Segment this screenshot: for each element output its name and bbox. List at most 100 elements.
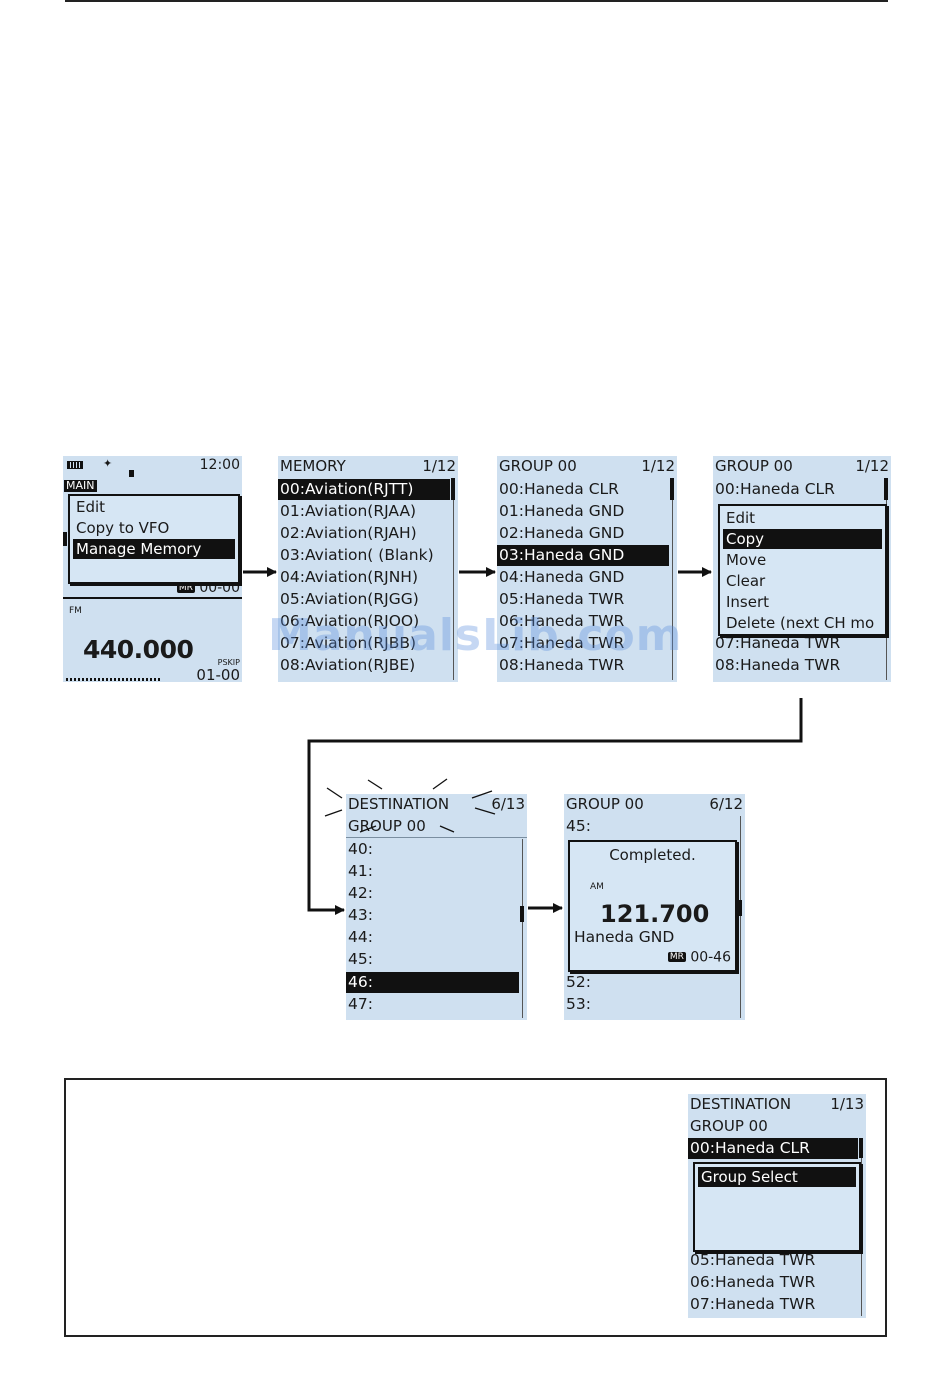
band-label: MAIN: [64, 479, 97, 492]
memory-readout: MR 00-00: [176, 580, 240, 596]
scrollbar-track[interactable]: [672, 478, 673, 680]
screen-title: GROUP 00 6/12: [566, 794, 743, 814]
page-indicator: 1/13: [830, 1095, 864, 1113]
scrollbar-track[interactable]: [453, 478, 454, 680]
list-item[interactable]: 01:Aviation(RJAA): [280, 502, 417, 520]
popup-menu: Edit Copy Move Clear Insert Delete (next…: [718, 504, 887, 636]
screen-subtitle: GROUP 00: [348, 817, 426, 835]
scrollbar-thumb[interactable]: [670, 478, 674, 500]
menu-item-edit[interactable]: Edit: [76, 498, 106, 516]
scrollbar-thumb[interactable]: [520, 906, 524, 922]
list-item[interactable]: 03:Aviation( (Blank): [280, 546, 434, 564]
dialog-channel-name: Haneda GND: [574, 928, 675, 946]
channel-number: 01-00: [196, 666, 240, 682]
left-marker: [63, 532, 67, 546]
list-item[interactable]: 08:Haneda TWR: [499, 656, 625, 674]
screen-main-menu: ✦ 12:00 MAIN MR 00-00 FM 440.000 PSKIP 0…: [63, 456, 242, 682]
list-item[interactable]: 07:Aviation(RJBB): [280, 634, 417, 652]
list-item[interactable]: 05:Haneda TWR: [499, 590, 625, 608]
screen-title: GROUP 00 1/12: [715, 456, 889, 476]
screen-title: GROUP 00 1/12: [499, 456, 675, 476]
list-item[interactable]: 52:: [566, 973, 591, 991]
list-item[interactable]: 08:Haneda TWR: [715, 656, 841, 674]
screen-completed: GROUP 00 6/12 45: 52: 53: Completed. AM …: [564, 794, 745, 1020]
scrollbar-thumb[interactable]: [859, 1138, 863, 1158]
note-box: [64, 1078, 887, 1337]
list-item[interactable]: 00:Haneda CLR: [499, 480, 619, 498]
list-item[interactable]: 00:Aviation(RJTT): [278, 479, 450, 500]
list-item[interactable]: 53:: [566, 995, 591, 1013]
title-text: GROUP 00: [715, 457, 793, 475]
menu-item-copy[interactable]: Copy: [723, 529, 882, 549]
menu-item-insert[interactable]: Insert: [726, 593, 770, 611]
page-indicator: 1/12: [422, 457, 456, 475]
list-item[interactable]: 46:: [346, 972, 519, 993]
screen-group-menu: GROUP 00 1/12 00:Haneda CLR 07:Haneda TW…: [713, 456, 891, 682]
watermark: ManualsLib.com: [268, 610, 683, 661]
menu-item-manage-memory[interactable]: Manage Memory: [73, 539, 235, 559]
blink-indicator: [324, 778, 496, 833]
mr-badge: MR: [667, 952, 686, 962]
title-text: MEMORY: [280, 457, 346, 475]
list-item[interactable]: 45:: [348, 950, 373, 968]
list-item[interactable]: 03:Haneda GND: [497, 545, 669, 566]
list-item[interactable]: 07:Haneda TWR: [499, 634, 625, 652]
list-item[interactable]: 06:Haneda TWR: [690, 1273, 816, 1291]
list-item[interactable]: 45:: [566, 817, 591, 835]
list-item[interactable]: 05:Haneda TWR: [690, 1251, 816, 1269]
list-item[interactable]: 47:: [348, 995, 373, 1013]
dialog-mode: AM: [590, 882, 604, 892]
list-item[interactable]: 44:: [348, 928, 373, 946]
menu-item-copy-to-vfo[interactable]: Copy to VFO: [76, 519, 170, 537]
top-rule: [65, 0, 888, 2]
popup-menu: Edit Copy to VFO Manage Memory: [68, 494, 240, 584]
list-item[interactable]: 02:Aviation(RJAH): [280, 524, 417, 542]
scrollbar-track[interactable]: [861, 1138, 862, 1316]
scrollbar-thumb[interactable]: [884, 478, 888, 500]
scrollbar-track[interactable]: [740, 816, 741, 1018]
list-item[interactable]: 07:Haneda TWR: [715, 634, 841, 652]
list-item[interactable]: 06:Haneda TWR: [499, 612, 625, 630]
menu-item-edit[interactable]: Edit: [726, 509, 756, 527]
title-text: GROUP 00: [499, 457, 577, 475]
screen-title: MEMORY 1/12: [280, 456, 456, 476]
page-indicator: 1/12: [855, 457, 889, 475]
battery-icon: [67, 461, 83, 469]
scrollbar-thumb[interactable]: [738, 900, 742, 916]
scrollbar-thumb[interactable]: [451, 478, 455, 500]
list-item[interactable]: 40:: [348, 840, 373, 858]
list-item[interactable]: 04:Haneda GND: [499, 568, 625, 586]
list-item[interactable]: 41:: [348, 862, 373, 880]
dialog-memory: MR 00-46: [667, 949, 731, 967]
screen-destination: DESTINATION 6/13 GROUP 00 40: 41: 42: 43…: [346, 794, 527, 1020]
dialog-frequency: 121.700: [600, 900, 710, 928]
menu-item-move[interactable]: Move: [726, 551, 767, 569]
page-indicator: 6/13: [491, 795, 525, 813]
list-item[interactable]: 01:Haneda GND: [499, 502, 625, 520]
page-indicator: 1/12: [641, 457, 675, 475]
skip-label: PSKIP: [217, 658, 240, 667]
menu-item-delete[interactable]: Delete (next CH mo: [726, 614, 875, 632]
list-item[interactable]: 06:Aviation(RJOO): [280, 612, 420, 630]
list-item[interactable]: 42:: [348, 884, 373, 902]
list-item[interactable]: 02:Haneda GND: [499, 524, 625, 542]
header-divider: [346, 837, 527, 838]
list-item[interactable]: 04:Aviation(RJNH): [280, 568, 418, 586]
screen-title: DESTINATION 6/13: [348, 794, 525, 814]
title-text: GROUP 00: [566, 795, 644, 813]
completed-dialog: Completed. AM 121.700 Haneda GND MR 00-4…: [568, 840, 737, 972]
title-text: DESTINATION: [690, 1095, 792, 1113]
list-item[interactable]: 43:: [348, 906, 373, 924]
mr-badge: MR: [176, 583, 195, 593]
list-item[interactable]: 07:Haneda TWR: [690, 1295, 816, 1313]
list-item[interactable]: 05:Aviation(RJGG): [280, 590, 419, 608]
menu-item-group-select[interactable]: Group Select: [698, 1167, 856, 1187]
list-item[interactable]: 08:Aviation(RJBE): [280, 656, 416, 674]
memory-number: 00-46: [690, 949, 731, 966]
dialog-message: Completed.: [609, 846, 696, 864]
list-item[interactable]: 00:Haneda CLR: [715, 480, 835, 498]
menu-item-clear[interactable]: Clear: [726, 572, 766, 590]
scrollbar-track[interactable]: [522, 839, 523, 1018]
list-item[interactable]: 00:Haneda CLR: [688, 1138, 858, 1159]
satellite-icon: ✦: [103, 457, 113, 470]
